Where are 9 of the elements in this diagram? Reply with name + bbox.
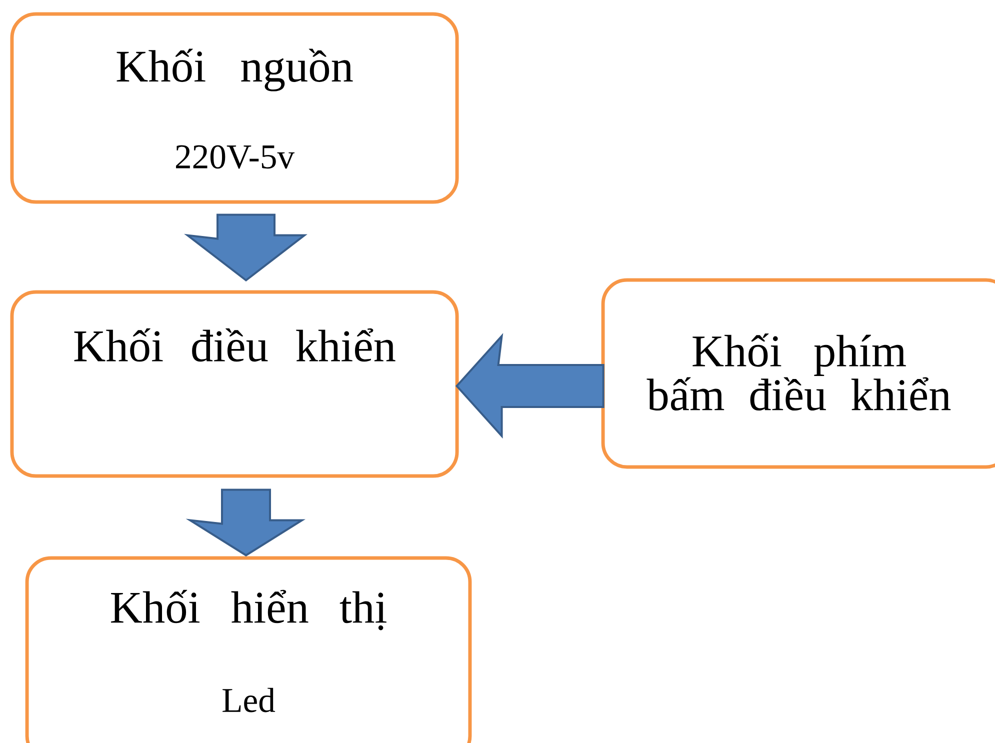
block-subtitle: 220V-5v [176,145,295,169]
block-arrow [186,488,306,556]
block-arrow [184,214,308,282]
block-title: Khối phím bấm điều khiển [646,333,951,411]
block-title: Khối điều khiển [74,328,396,362]
block-title: Khối nguồn [116,48,353,92]
block-arrow [455,333,604,439]
block-subtitle: Led [222,688,276,712]
block-title: Khối hiển thị [111,590,386,630]
